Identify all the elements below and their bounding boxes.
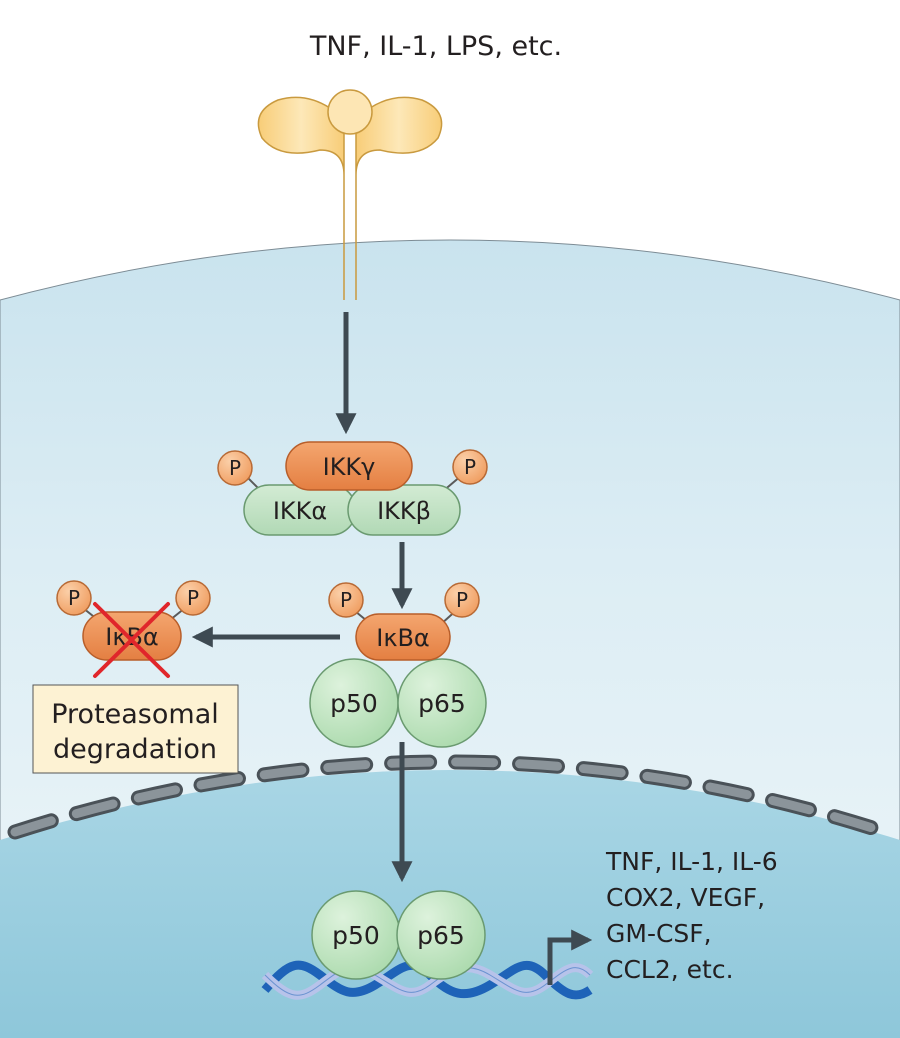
ikk-complex: IKKγ IKKα IKKβ P P <box>217 441 488 536</box>
cytoplasm-nfkb-complex: IκBα P P p50 p65 <box>309 582 487 748</box>
phospho-ikba-left-label: P <box>340 588 352 612</box>
p65-nucleus-label: p65 <box>417 921 465 950</box>
target-genes-line-1: TNF, IL-1, IL-6 <box>605 847 778 876</box>
phospho-ikk-right-label: P <box>464 455 476 479</box>
degradation-line-1: Proteasomal <box>51 699 219 730</box>
ikk-gamma-label: IKKγ <box>323 453 376 481</box>
nuclear-envelope <box>7 754 893 840</box>
p65-cytoplasm-label: p65 <box>418 689 466 718</box>
degradation-box: Proteasomal degradation <box>32 684 239 774</box>
p65-cytoplasm <box>397 658 487 748</box>
ikba-cytoplasm-label: IκBα <box>376 624 430 652</box>
receptor <box>257 89 443 300</box>
nuclear-nfkb-complex: p50 p65 <box>311 890 486 980</box>
ikk-alpha-label: IKKα <box>273 497 327 525</box>
phospho-degraded-left-label: P <box>68 586 80 610</box>
phospho-ikk-left <box>217 450 253 486</box>
degraded-ikba: IκBα P P <box>56 580 211 678</box>
p50-nucleus-label: p50 <box>332 921 380 950</box>
ikk-gamma <box>285 441 413 491</box>
target-genes-line-2: COX2, VEGF, <box>606 883 765 912</box>
target-genes: TNF, IL-1, IL-6 COX2, VEGF, GM-CSF, CCL2… <box>605 847 778 984</box>
target-genes-line-3: GM-CSF, <box>606 919 712 948</box>
degradation-line-2: degradation <box>53 734 217 765</box>
phospho-ikba-right-label: P <box>456 588 468 612</box>
phospho-ikba-left <box>328 582 364 618</box>
ligand-label: TNF, IL-1, LPS, etc. <box>309 31 562 62</box>
phospho-ikba-right <box>444 582 480 618</box>
target-genes-line-4: CCL2, etc. <box>606 955 734 984</box>
phospho-degraded-right <box>175 580 211 616</box>
ikba-cytoplasm <box>355 613 451 661</box>
ikba-degraded <box>82 611 182 661</box>
ligand-ball <box>327 89 373 135</box>
p65-nucleus <box>396 890 486 980</box>
phospho-ikk-right <box>452 449 488 485</box>
p50-cytoplasm-label: p50 <box>330 689 378 718</box>
transcription-arrow <box>547 929 593 985</box>
phospho-degraded-right-label: P <box>187 586 199 610</box>
ikk-beta-label: IKKβ <box>377 497 431 525</box>
phospho-ikk-left-label: P <box>229 456 241 480</box>
ikk-beta <box>347 484 461 536</box>
phospho-degraded-left <box>56 580 92 616</box>
cross-icon <box>93 602 170 678</box>
